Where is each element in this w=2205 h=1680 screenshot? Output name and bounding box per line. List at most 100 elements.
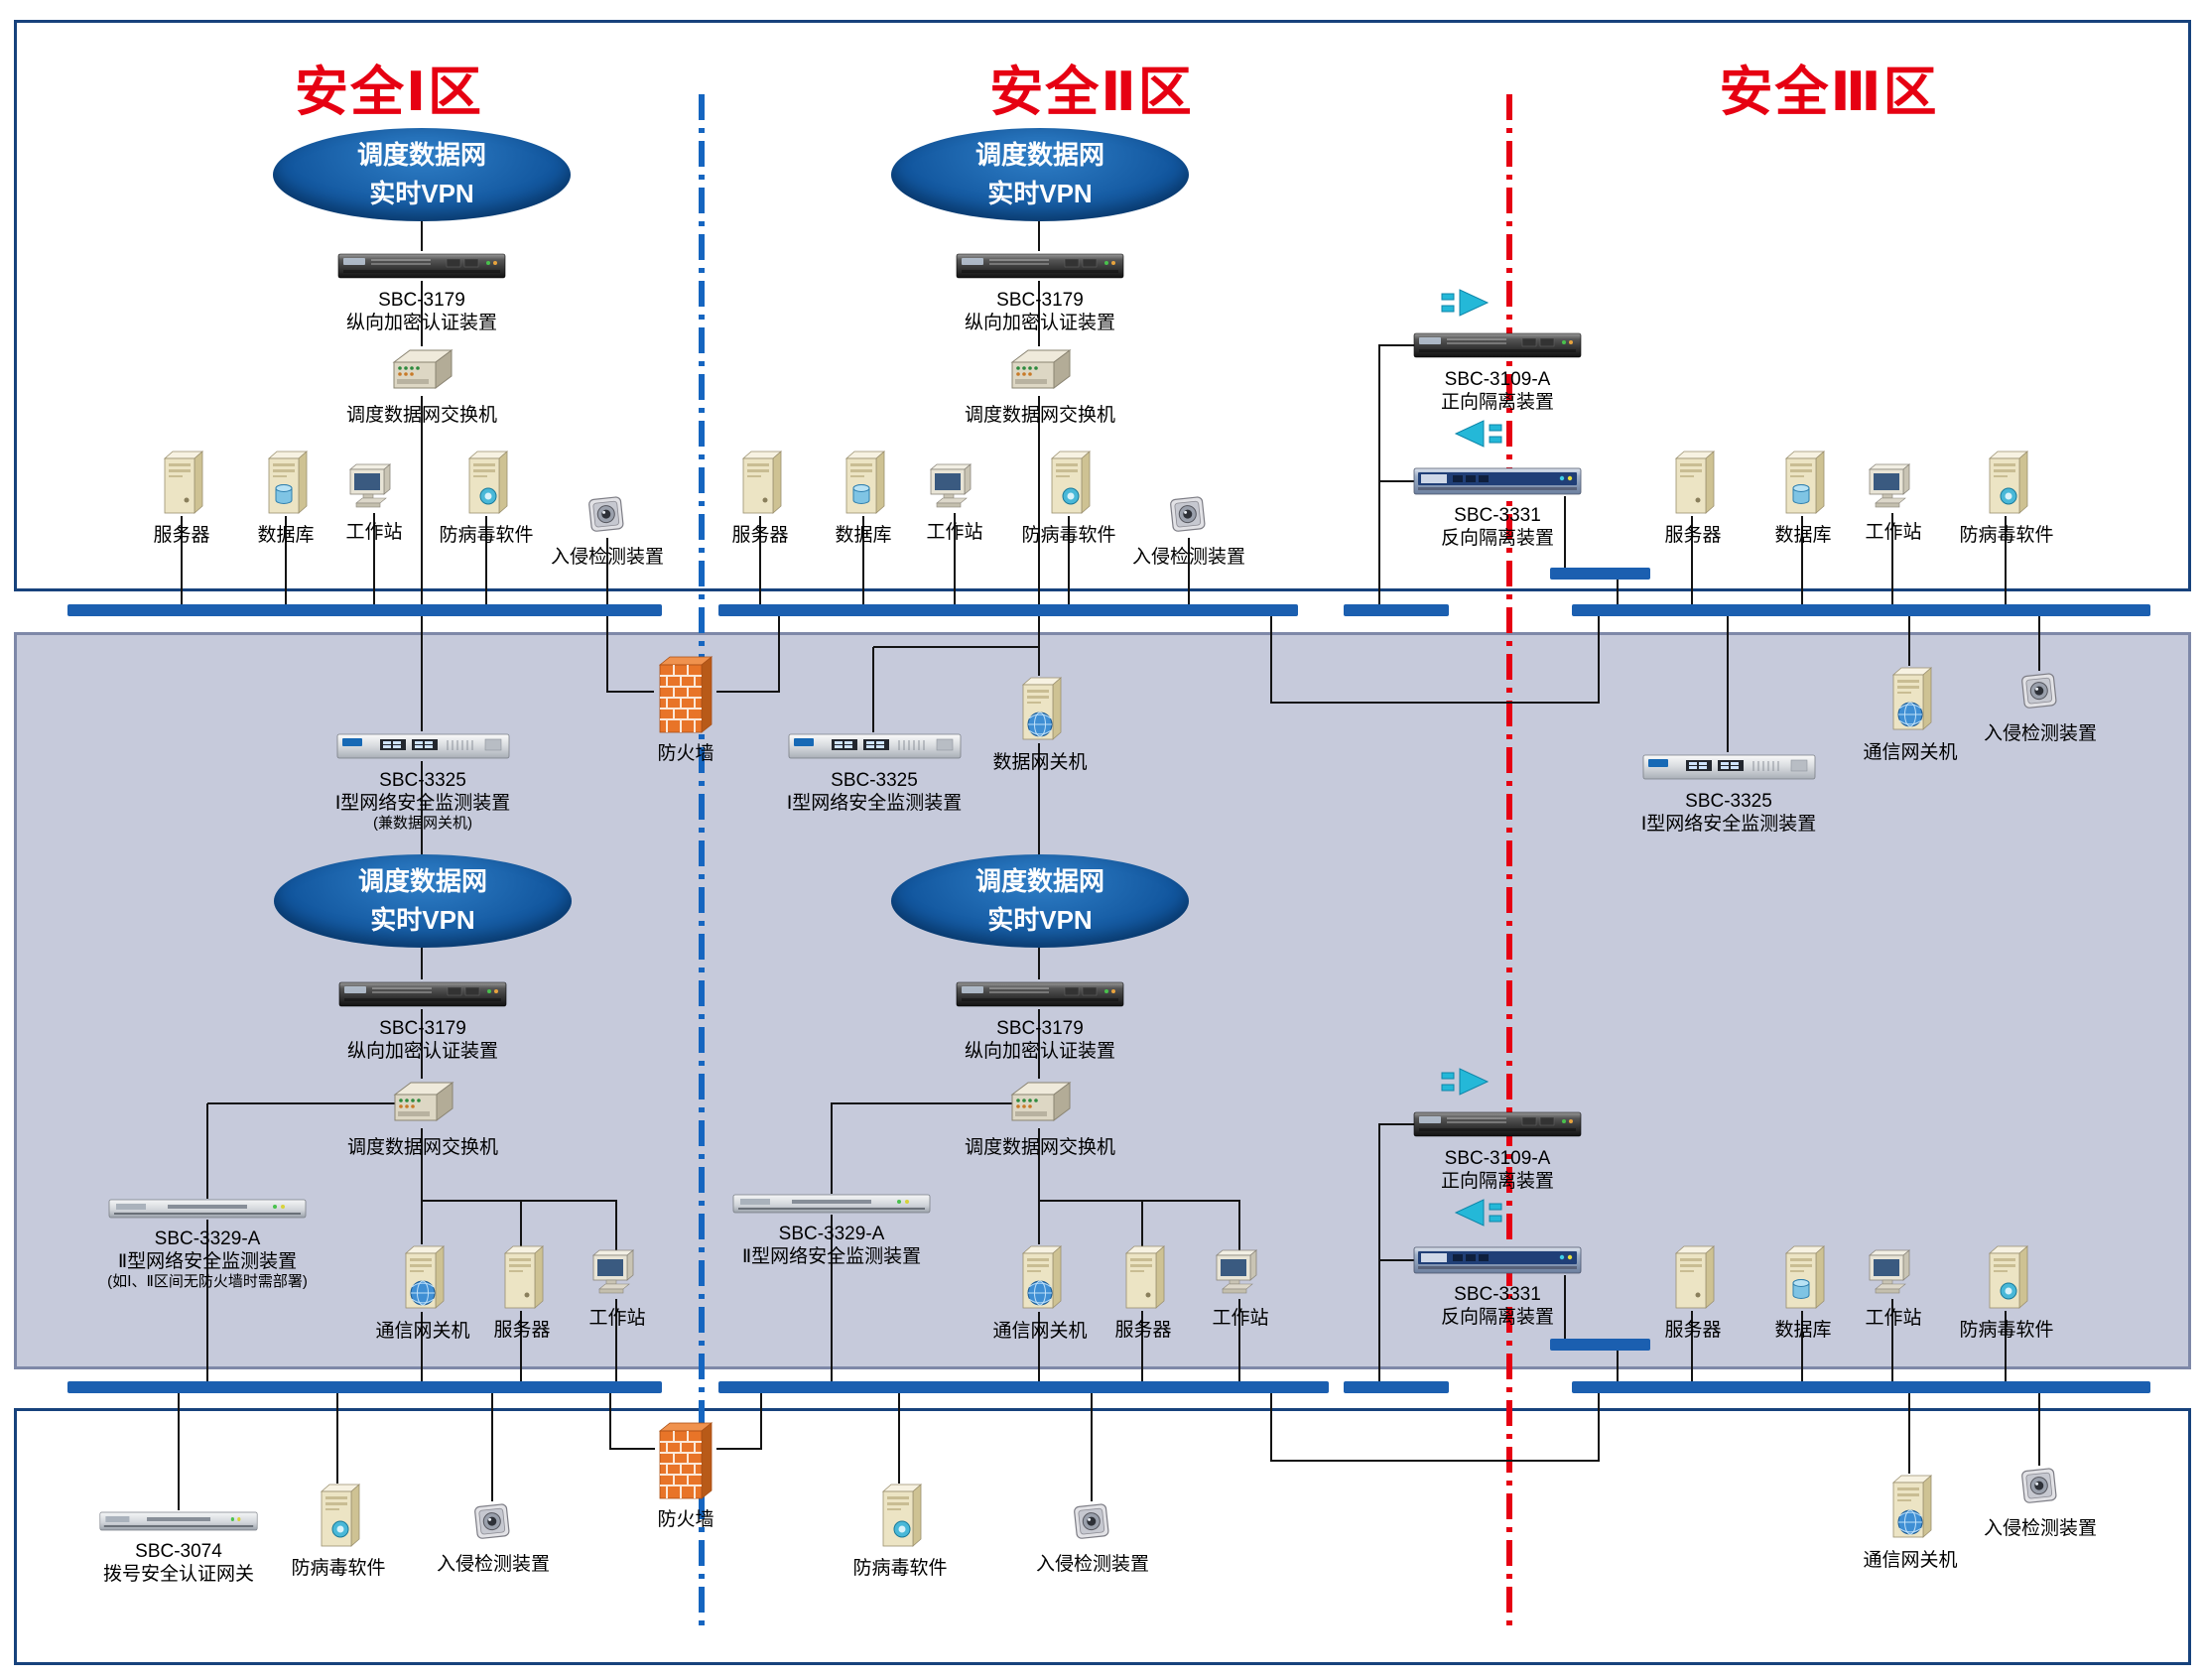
connector-line bbox=[485, 516, 487, 604]
connector-line bbox=[1068, 516, 1070, 604]
z1-mid-sbc3179-label: SBC-3179 纵向加密认证装置 bbox=[346, 1018, 498, 1062]
connector-line bbox=[759, 516, 761, 604]
connector-line bbox=[1727, 616, 1729, 752]
connector-line bbox=[778, 616, 780, 692]
connector-line bbox=[1801, 1311, 1803, 1381]
connector-line bbox=[1038, 1312, 1040, 1381]
bus-link-mid bbox=[1344, 1381, 1449, 1393]
z3-top-server-icon bbox=[1670, 451, 1716, 516]
z2-mid-switch-icon bbox=[1007, 1079, 1073, 1128]
z1-mid-server-icon bbox=[499, 1245, 545, 1311]
connector-line bbox=[421, 761, 423, 854]
connector-line bbox=[1238, 1299, 1240, 1381]
z1-top-database-icon bbox=[263, 451, 309, 516]
z3-top-workstation-icon bbox=[1866, 463, 1921, 513]
firewall-lower-label: 防火墙 bbox=[657, 1509, 714, 1530]
z2-top-antivirus-label: 防病毒软件 bbox=[1021, 525, 1116, 546]
connector-line bbox=[1378, 345, 1380, 482]
connector-line bbox=[1238, 1201, 1240, 1250]
connector-line bbox=[831, 1215, 833, 1381]
z1-mid-workstation bbox=[589, 1249, 645, 1299]
z2-top-vpn-cloud: 调度数据网 实时VPN bbox=[891, 128, 1189, 221]
connector-line bbox=[421, 221, 423, 251]
z1-top-server-icon bbox=[159, 451, 204, 516]
z2-mid-workstation bbox=[1213, 1249, 1268, 1299]
z1-bot-sbc3074-label: SBC-3074 拨号安全认证网关 bbox=[102, 1541, 254, 1585]
z2-mid-switch-label: 调度数据网交换机 bbox=[964, 1137, 1115, 1158]
bus-zone1-mid bbox=[67, 1381, 662, 1393]
connector-line bbox=[1691, 1311, 1693, 1381]
bus-zone3-mid bbox=[1572, 1381, 2150, 1393]
connector-line bbox=[1891, 513, 1893, 604]
z1-mid-sbc3325-icon bbox=[336, 731, 510, 761]
connector-line bbox=[1908, 616, 1910, 666]
connector-line bbox=[1378, 482, 1380, 604]
connector-line bbox=[1908, 1393, 1910, 1474]
firewall-upper-icon bbox=[654, 655, 717, 734]
connector-line bbox=[1598, 616, 1600, 703]
z1-mid-vpn-cloud: 调度数据网 实时VPN bbox=[274, 854, 572, 948]
z1-mid-sbc3179-icon bbox=[338, 979, 507, 1009]
z3-top-workstation-label: 工作站 bbox=[1865, 522, 1922, 543]
z2-mid-server-label: 服务器 bbox=[1114, 1320, 1172, 1341]
z2-bot-antivirus-icon bbox=[877, 1484, 923, 1549]
z1-top-sbc3179-label: SBC-3179 纵向加密认证装置 bbox=[345, 290, 497, 333]
z2-mid-switch bbox=[1007, 1079, 1073, 1128]
z1-mid-sbc3329-note: (如Ⅰ、Ⅱ区间无防火墙时需部署) bbox=[107, 1273, 308, 1290]
firewall-lower bbox=[654, 1421, 717, 1500]
connector-line bbox=[615, 1299, 617, 1381]
security-zone-band-top bbox=[14, 20, 2191, 591]
z1-bot-ids-label: 入侵检测装置 bbox=[436, 1554, 550, 1575]
z3-bot-ids-icon bbox=[2017, 1466, 2063, 1509]
z2-top-server-icon bbox=[737, 451, 783, 516]
z3-mid-sbc3331-icon bbox=[1413, 1245, 1582, 1275]
connector-line bbox=[1038, 1128, 1040, 1244]
z1-mid-server-label: 服务器 bbox=[493, 1320, 551, 1341]
connector-line bbox=[1691, 516, 1693, 604]
connector-line bbox=[1564, 1275, 1566, 1340]
z2-bot-ids bbox=[1070, 1501, 1115, 1545]
connector-line bbox=[178, 1393, 180, 1510]
z3-mid-antivirus bbox=[1984, 1245, 2029, 1311]
connector-line bbox=[609, 1448, 655, 1450]
connector-line bbox=[206, 1103, 208, 1199]
z3-mid-sbc3109 bbox=[1413, 1109, 1582, 1139]
divider-zone2-zone3 bbox=[1506, 94, 1512, 1627]
z3-top-database-label: 数据库 bbox=[1774, 525, 1832, 546]
z1-mid-comm-gateway-icon bbox=[399, 1244, 447, 1312]
z2-top-switch-label: 调度数据网交换机 bbox=[964, 405, 1115, 426]
z1-top-database-label: 数据库 bbox=[257, 525, 315, 546]
z3-mid-sbc3331-label: SBC-3331 反向隔离装置 bbox=[1440, 1284, 1554, 1328]
connector-line bbox=[1378, 480, 1414, 482]
z3-mid-comm-gateway-label: 通信网关机 bbox=[1863, 742, 1958, 763]
z3-mid-antivirus-label: 防病毒软件 bbox=[1959, 1320, 2054, 1341]
z2-top-workstation bbox=[927, 463, 982, 513]
z2-mid-workstation-icon bbox=[1213, 1249, 1268, 1299]
z1-mid-switch-label: 调度数据网交换机 bbox=[346, 1137, 498, 1158]
connector-line bbox=[2005, 1311, 2007, 1381]
connector-line bbox=[609, 1393, 611, 1449]
z2-mid-comm-gateway bbox=[1016, 1244, 1064, 1312]
z2-mid-server bbox=[1120, 1245, 1166, 1311]
bus-zone2-mid bbox=[718, 1381, 1329, 1393]
z3-top-forward-arrows bbox=[1440, 288, 1503, 318]
z2-bot-antivirus-label: 防病毒软件 bbox=[852, 1558, 948, 1579]
z3-mid-workstation-icon bbox=[1866, 1249, 1921, 1299]
connector-line bbox=[1038, 396, 1040, 676]
z1-bot-sbc3074-icon bbox=[99, 1510, 258, 1532]
z1-top-workstation bbox=[346, 463, 402, 513]
connector-line bbox=[1378, 1259, 1414, 1261]
z3-mid-sbc3109-icon bbox=[1413, 1109, 1582, 1139]
firewall-upper-label: 防火墙 bbox=[657, 743, 714, 764]
z3-mid-server-label: 服务器 bbox=[1664, 1320, 1722, 1341]
connector-line bbox=[872, 647, 874, 732]
z3-mid-database-icon bbox=[1780, 1245, 1826, 1311]
z3-mid-sbc3325-label: SBC-3325 Ⅰ型网络安全监测装置 bbox=[1640, 791, 1817, 835]
z3-top-sbc3331 bbox=[1413, 466, 1582, 496]
connector-line bbox=[1270, 616, 1272, 703]
z1-mid-sbc3325 bbox=[336, 731, 510, 761]
connector-line bbox=[1270, 702, 1600, 704]
z1-mid-sbc3329-icon bbox=[108, 1198, 307, 1220]
connector-line bbox=[1617, 1351, 1619, 1381]
